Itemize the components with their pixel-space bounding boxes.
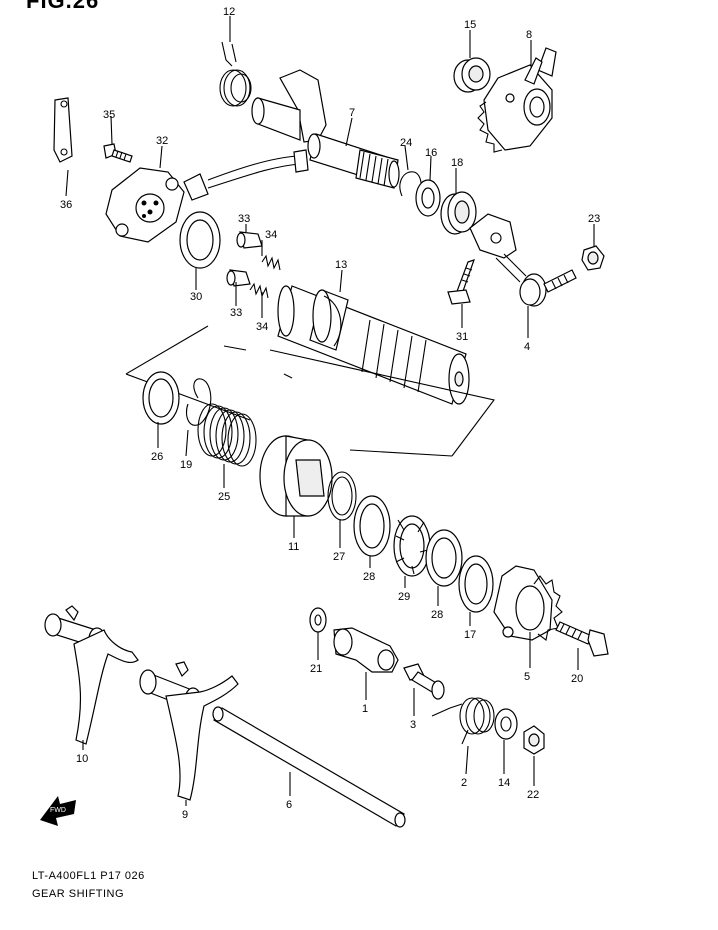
part-14-washer: [494, 708, 518, 740]
callout-33-lower: 33: [230, 307, 242, 319]
callout-4: 4: [524, 341, 530, 353]
part-26-washer: [142, 371, 180, 425]
part-27-circlip: [327, 471, 357, 521]
callout-29: 29: [398, 591, 410, 603]
diagram-name: GEAR SHIFTING: [32, 888, 125, 900]
callout-7: 7: [349, 107, 355, 119]
callout-28-upper: 28: [363, 571, 375, 583]
callout-12: 12: [223, 6, 235, 18]
callout-15: 15: [464, 19, 476, 31]
part-18-bearing: [440, 191, 477, 235]
callout-1: 1: [362, 703, 368, 715]
callout-14: 14: [498, 777, 510, 789]
callout-31: 31: [456, 331, 468, 343]
part-11-pawl-lifter: [259, 435, 333, 517]
callout-13: 13: [335, 259, 347, 271]
part-16-washer: [415, 179, 441, 217]
part-4-stopper-arm: [469, 213, 577, 307]
part-6-fork-shaft: [212, 706, 406, 828]
part-13-gearshift-cam: [277, 285, 470, 405]
part-10-shift-fork: [44, 605, 139, 745]
callout-36: 36: [60, 199, 72, 211]
callout-18: 18: [451, 157, 463, 169]
part-3-stud: [403, 663, 445, 700]
leader-lines: [65, 16, 595, 806]
callout-2: 2: [461, 777, 467, 789]
part-34-spring-upper: [261, 254, 281, 271]
callout-30: 30: [190, 291, 202, 303]
part-30-o-ring: [179, 211, 221, 269]
part-33-pin-lower: [226, 269, 251, 287]
part-29-pawl-holder: [393, 515, 431, 577]
part-34-spring-lower: [249, 282, 269, 299]
callout-10: 10: [76, 753, 88, 765]
part-36-plate: [53, 97, 73, 163]
part-12-spring: [219, 41, 252, 107]
diagram-code: LT-A400FL1 P17 026: [32, 870, 145, 882]
callout-35: 35: [103, 109, 115, 121]
part-7-gearshift-shaft: [251, 69, 400, 189]
callout-20: 20: [571, 673, 583, 685]
part-2-spring: [431, 697, 495, 745]
callout-33-upper: 33: [238, 213, 250, 225]
part-32-switch: [105, 149, 309, 243]
callout-17: 17: [464, 629, 476, 641]
part-15-bushing: [453, 57, 491, 93]
callout-26: 26: [151, 451, 163, 463]
part-20-bolt: [555, 621, 609, 657]
part-22-nut: [523, 725, 545, 755]
callout-23: 23: [588, 213, 600, 225]
callout-28-lower: 28: [431, 609, 443, 621]
callout-32: 32: [156, 135, 168, 147]
part-31-bolt: [447, 259, 475, 305]
callout-8: 8: [526, 29, 532, 41]
part-19-circlip: [185, 378, 212, 426]
part-1-shift-arm: [333, 627, 399, 673]
part-5-cam-gear: [493, 565, 563, 641]
part-25-spring: [197, 403, 257, 467]
part-8-shift-arm: [477, 47, 557, 153]
fwd-label: FWD: [50, 807, 66, 814]
callout-34-lower: 34: [256, 321, 268, 333]
callout-11: 11: [288, 541, 299, 553]
callout-19: 19: [180, 459, 192, 471]
callout-27: 27: [333, 551, 345, 563]
part-9-shift-fork: [139, 661, 239, 801]
figure-title: FIG.26: [26, 0, 100, 13]
part-33-pin-upper: [236, 231, 263, 249]
callout-25: 25: [218, 491, 230, 503]
fwd-arrow-icon: FWD: [40, 796, 76, 826]
part-23-nut: [581, 245, 605, 271]
part-35-bolt: [103, 143, 133, 163]
part-28-washer-upper: [353, 495, 391, 557]
part-21-washer: [309, 607, 327, 633]
callout-6: 6: [286, 799, 292, 811]
callout-34-upper: 34: [265, 229, 277, 241]
part-28-washer-lower: [425, 529, 463, 587]
callout-22: 22: [527, 789, 539, 801]
part-17-washer: [458, 555, 494, 613]
callout-labels: 12 15 8 7 35 32 24 16 18 36 23 33 34 13 …: [60, 6, 600, 821]
callout-16: 16: [425, 147, 437, 159]
assembly-group-outline: [125, 325, 495, 457]
callout-5: 5: [524, 671, 530, 683]
callout-21: 21: [310, 663, 322, 675]
callout-24: 24: [400, 137, 412, 149]
callout-9: 9: [182, 809, 188, 821]
callout-3: 3: [410, 719, 416, 731]
